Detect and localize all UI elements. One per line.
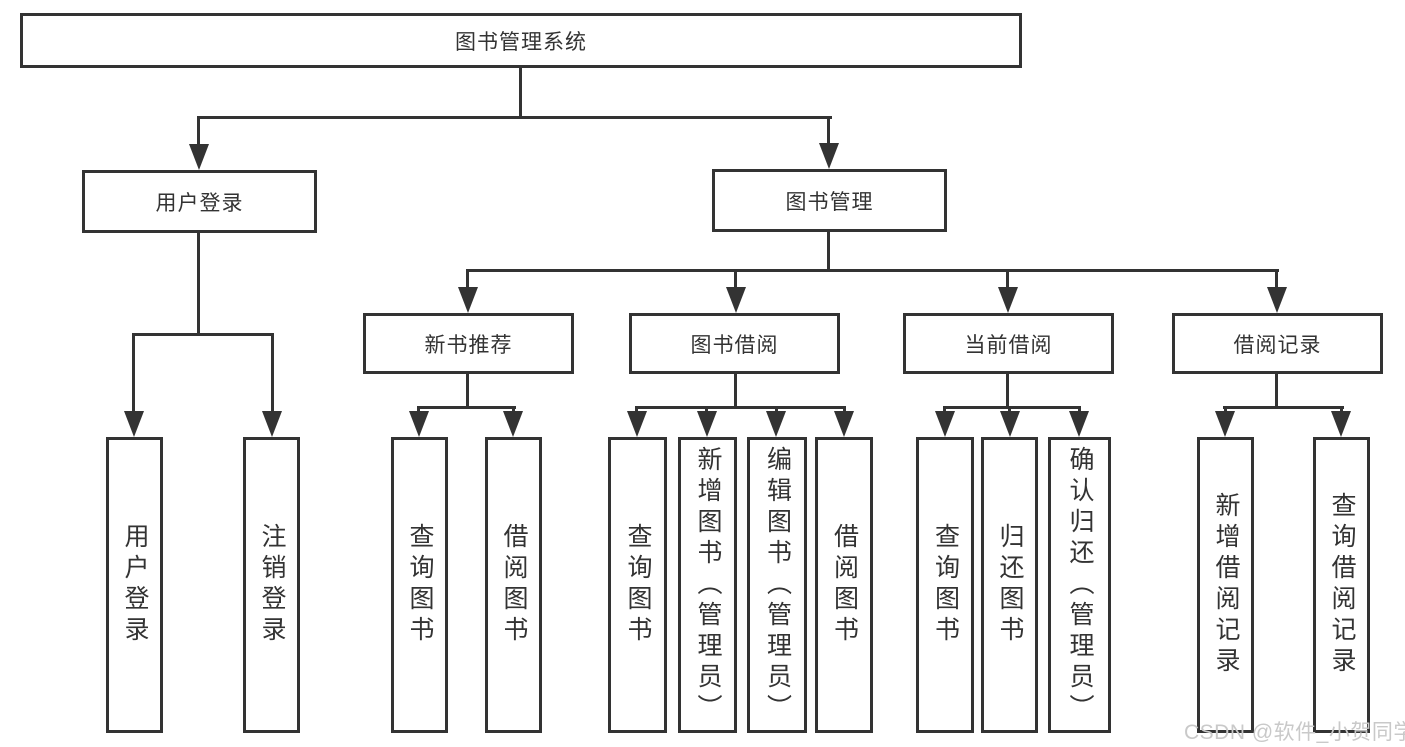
arrow-down-icon [1215,411,1235,437]
leaf-logout: 注销登录 [243,437,300,733]
leaf-edit-books-admin: 编辑图书（管理员） [747,437,807,733]
arrow-down-icon [1069,411,1089,437]
connector-line [417,406,516,409]
connector-line [943,406,1081,409]
leaf-query-books-1-label: 查询图书 [406,523,434,647]
arrow-down-icon [726,287,746,313]
connector-line [734,374,737,409]
connector-line [827,116,830,150]
leaf-return-books-label: 归还图书 [996,523,1024,647]
leaf-query-books-3-label: 查询图书 [931,523,960,647]
leaf-logout-label: 注销登录 [258,523,286,647]
node-book-management-label: 图书管理 [785,190,874,214]
connector-line [466,269,469,293]
connector-line [1275,269,1278,293]
node-current-borrowing-label: 当前借阅 [964,333,1053,357]
node-new-book-recommend: 新书推荐 [363,313,574,374]
arrow-down-icon [409,411,429,437]
connector-line [132,333,135,417]
arrow-down-icon [1331,411,1351,437]
arrow-down-icon [998,287,1018,313]
leaf-query-books-2-label: 查询图书 [624,523,652,647]
arrow-down-icon [189,144,209,170]
arrow-down-icon [627,411,647,437]
node-root: 图书管理系统 [20,13,1022,68]
connector-line [1006,269,1009,293]
connector-line [1006,374,1009,409]
leaf-user-login-label: 用户登录 [121,523,149,647]
node-borrowing-records: 借阅记录 [1172,313,1383,374]
leaf-query-books-3: 查询图书 [916,437,974,733]
node-current-borrowing: 当前借阅 [903,313,1114,374]
leaf-add-books-admin: 新增图书（管理员） [678,437,737,733]
watermark-text: CSDN @软件_小贺同学 [1184,721,1405,744]
node-borrowing-records-label: 借阅记录 [1233,333,1322,357]
leaf-query-borrow-record: 查询借阅记录 [1313,437,1370,733]
arrow-down-icon [935,411,955,437]
node-book-borrowing-label: 图书借阅 [690,333,779,357]
arrow-down-icon [834,411,854,437]
node-book-management: 图书管理 [712,169,947,232]
arrow-down-icon [697,411,717,437]
arrow-down-icon [1000,411,1020,437]
leaf-query-books-1: 查询图书 [391,437,448,733]
arrow-down-icon [503,411,523,437]
arrow-down-icon [1267,287,1287,313]
leaf-confirm-return-admin-label: 确认归还（管理员） [1066,445,1094,725]
node-user-login: 用户登录 [82,170,317,233]
leaf-borrow-books-1: 借阅图书 [485,437,542,733]
connector-line [1275,374,1278,409]
leaf-add-borrow-record: 新增借阅记录 [1197,437,1254,733]
leaf-return-books: 归还图书 [981,437,1038,733]
leaf-borrow-books-2-label: 借阅图书 [830,523,859,647]
connector-line [466,269,1279,272]
connector-line [734,269,737,293]
leaf-query-books-2: 查询图书 [608,437,667,733]
node-root-label: 图书管理系统 [455,30,587,54]
leaf-edit-books-admin-label: 编辑图书（管理员） [763,445,792,725]
node-book-borrowing: 图书借阅 [629,313,840,374]
connector-line [132,333,274,336]
connector-line [1223,406,1344,409]
connector-line [519,68,522,119]
leaf-confirm-return-admin: 确认归还（管理员） [1048,437,1111,733]
connector-line [827,232,830,272]
leaf-user-login: 用户登录 [106,437,163,733]
leaf-add-books-admin-label: 新增图书（管理员） [694,445,722,725]
leaf-add-borrow-record-label: 新增借阅记录 [1212,492,1240,678]
node-user-login-label: 用户登录 [155,191,244,215]
connector-line [197,233,200,336]
connector-line [635,406,846,409]
connector-line [271,333,274,417]
leaf-borrow-books-2: 借阅图书 [815,437,873,733]
connector-line [466,374,469,409]
leaf-borrow-books-1-label: 借阅图书 [500,523,528,647]
arrow-down-icon [262,411,282,437]
connector-line [197,116,200,150]
arrow-down-icon [458,287,478,313]
leaf-query-borrow-record-label: 查询借阅记录 [1328,492,1356,678]
arrow-down-icon [124,411,144,437]
node-new-book-recommend-label: 新书推荐 [424,333,513,357]
arrow-down-icon [766,411,786,437]
arrow-down-icon [819,143,839,169]
connector-line [197,116,832,119]
